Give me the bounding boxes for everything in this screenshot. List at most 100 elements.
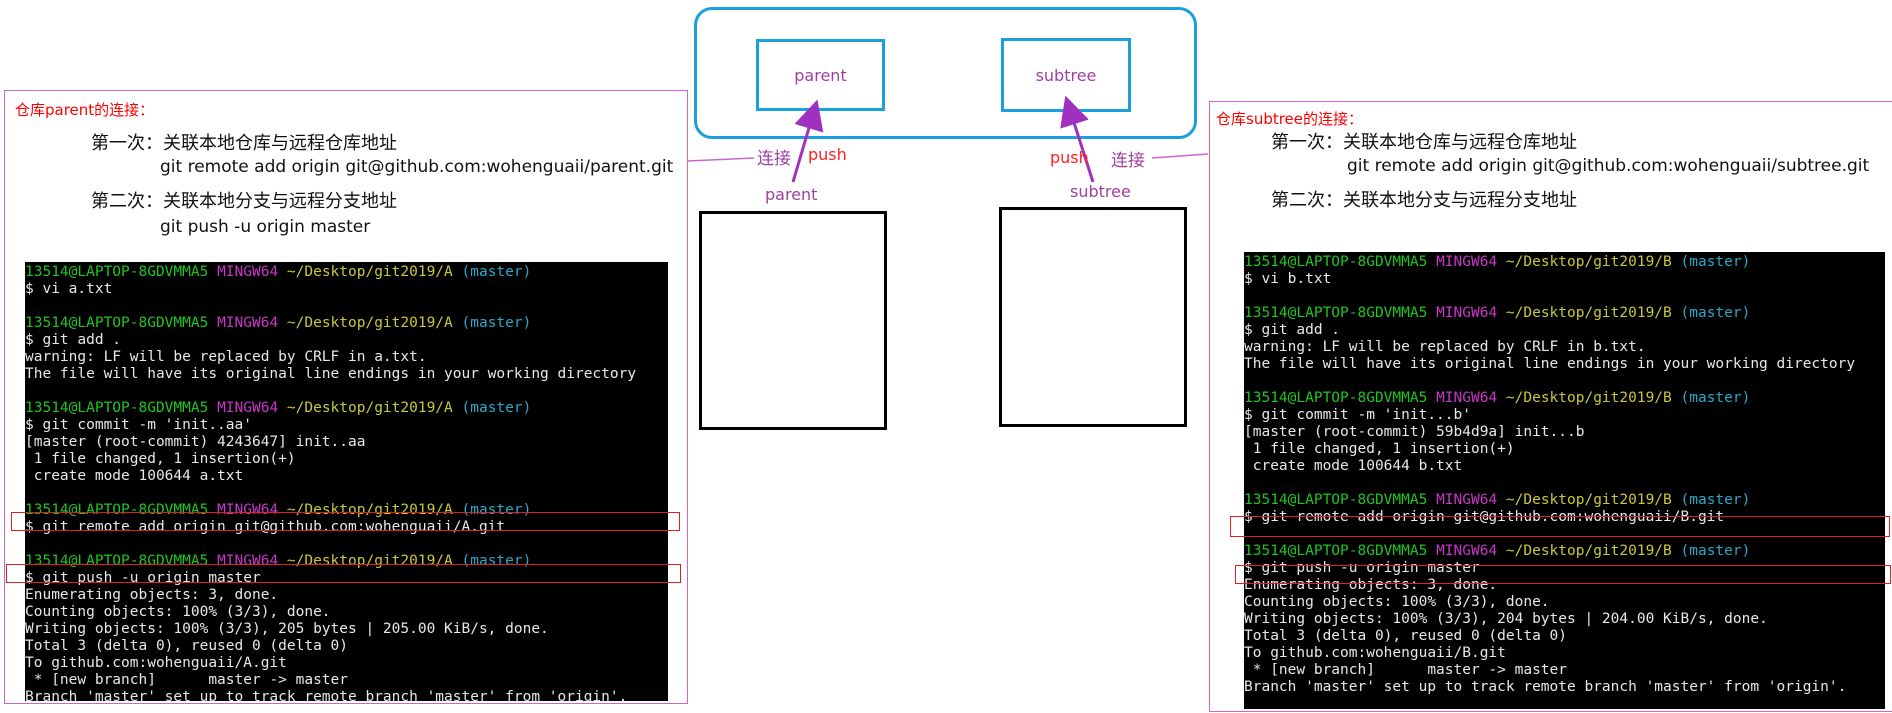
prompt-path: ~/Desktop/git2019/B <box>1505 543 1672 559</box>
left-connector-line <box>687 157 755 162</box>
terminal-prompt-line: 13514@LAPTOP-8GDVMMA5 MINGW64 ~/Desktop/… <box>25 400 668 417</box>
parent-step1-label: 第一次：关联本地仓库与远程仓库地址 <box>91 133 397 154</box>
prompt-branch: (master) <box>461 315 532 331</box>
left-push-label: push <box>808 145 847 164</box>
prompt-path: ~/Desktop/git2019/A <box>286 553 453 569</box>
prompt-branch: (master) <box>461 264 532 280</box>
prompt-branch: (master) <box>461 502 532 518</box>
terminal-output-line: Writing objects: 100% (3/3), 204 bytes |… <box>1244 611 1768 627</box>
prompt-branch: (master) <box>1680 492 1751 508</box>
terminal-prompt-line: 13514@LAPTOP-8GDVMMA5 MINGW64 ~/Desktop/… <box>1244 492 1885 509</box>
terminal-output-line: * [new branch] master -> master <box>25 672 349 688</box>
prompt-branch: (master) <box>461 553 532 569</box>
left-link-label: 连接 <box>757 149 791 169</box>
terminal-output-line: Enumerating objects: 3, done. <box>25 587 279 603</box>
terminal-output-line: 1 file changed, 1 insertion(+) <box>25 451 296 467</box>
prompt-env: MINGW64 <box>1436 254 1498 270</box>
right-push-arrow <box>1060 95 1095 183</box>
subtree-push-highlight <box>1235 565 1891 584</box>
terminal-output-line: Counting objects: 100% (3/3), done. <box>1244 594 1550 610</box>
terminal-prompt-line: 13514@LAPTOP-8GDVMMA5 MINGW64 ~/Desktop/… <box>25 315 668 332</box>
left-repo-label: parent <box>765 185 818 204</box>
prompt-path: ~/Desktop/git2019/A <box>286 502 453 518</box>
terminal-prompt-line: 13514@LAPTOP-8GDVMMA5 MINGW64 ~/Desktop/… <box>1244 390 1885 407</box>
terminal-prompt-line: 13514@LAPTOP-8GDVMMA5 MINGW64 ~/Desktop/… <box>25 264 668 281</box>
github-remote-container <box>694 7 1197 139</box>
terminal-output-line: Branch 'master' set up to track remote b… <box>25 689 628 701</box>
terminal-prompt-line: 13514@LAPTOP-8GDVMMA5 MINGW64 ~/Desktop/… <box>25 502 668 519</box>
terminal-output-line: [master (root-commit) 4243647] init..aa <box>25 434 366 450</box>
prompt-user: 13514@LAPTOP-8GDVMMA5 <box>1244 543 1428 559</box>
prompt-branch: (master) <box>461 400 532 416</box>
prompt-env: MINGW64 <box>217 502 279 518</box>
local-subtree-repo-box <box>999 207 1187 427</box>
terminal-output-line: The file will have its original line end… <box>25 366 637 382</box>
prompt-user: 13514@LAPTOP-8GDVMMA5 <box>25 400 209 416</box>
terminal-output-line: $ git commit -m 'init..aa' <box>25 417 252 433</box>
terminal-prompt-line: 13514@LAPTOP-8GDVMMA5 MINGW64 ~/Desktop/… <box>1244 305 1885 322</box>
subtree-step1-label: 第一次：关联本地仓库与远程仓库地址 <box>1271 132 1577 153</box>
terminal-prompt-line: 13514@LAPTOP-8GDVMMA5 MINGW64 ~/Desktop/… <box>1244 543 1885 560</box>
right-connector-line <box>1151 153 1209 159</box>
prompt-user: 13514@LAPTOP-8GDVMMA5 <box>1244 492 1428 508</box>
prompt-user: 13514@LAPTOP-8GDVMMA5 <box>1244 390 1428 406</box>
subtree-connection-panel: 仓库subtree的连接： 第一次：关联本地仓库与远程仓库地址 git remo… <box>1209 101 1892 712</box>
prompt-env: MINGW64 <box>1436 390 1498 406</box>
prompt-branch: (master) <box>1680 390 1751 406</box>
prompt-path: ~/Desktop/git2019/A <box>286 264 453 280</box>
right-link-label: 连接 <box>1111 151 1145 171</box>
terminal-output-line: $ vi a.txt <box>25 281 113 297</box>
prompt-env: MINGW64 <box>217 400 279 416</box>
terminal-output-line: warning: LF will be replaced by CRLF in … <box>25 349 427 365</box>
terminal-output-line: $ git push -u origin master <box>1244 560 1480 576</box>
parent-panel-title: 仓库parent的连接： <box>15 101 155 119</box>
prompt-user: 13514@LAPTOP-8GDVMMA5 <box>25 264 209 280</box>
prompt-user: 13514@LAPTOP-8GDVMMA5 <box>25 315 209 331</box>
terminal-output-line: Total 3 (delta 0), reused 0 (delta 0) <box>25 638 349 654</box>
prompt-env: MINGW64 <box>1436 492 1498 508</box>
terminal-output-line: warning: LF will be replaced by CRLF in … <box>1244 339 1646 355</box>
terminal-output-line: Enumerating objects: 3, done. <box>1244 577 1498 593</box>
terminal-output-line: create mode 100644 b.txt <box>1244 458 1463 474</box>
prompt-path: ~/Desktop/git2019/B <box>1505 254 1672 270</box>
prompt-user: 13514@LAPTOP-8GDVMMA5 <box>25 553 209 569</box>
terminal-output-line: $ git add . <box>1244 322 1341 338</box>
right-repo-label: subtree <box>1070 182 1131 201</box>
terminal-output-line: Writing objects: 100% (3/3), 205 bytes |… <box>25 621 549 637</box>
terminal-output-line: create mode 100644 a.txt <box>25 468 244 484</box>
terminal-output-line: The file will have its original line end… <box>1244 356 1856 372</box>
parent-step1-command: git remote add origin git@github.com:woh… <box>160 157 674 177</box>
terminal-output-line: To github.com:wohenguaii/B.git <box>1244 645 1506 661</box>
terminal-output-line: Branch 'master' set up to track remote b… <box>1244 679 1847 695</box>
terminal-output-line: To github.com:wohenguaii/A.git <box>25 655 287 671</box>
parent-terminal: 13514@LAPTOP-8GDVMMA5 MINGW64 ~/Desktop/… <box>25 262 668 701</box>
terminal-output-line: Counting objects: 100% (3/3), done. <box>25 604 331 620</box>
prompt-branch: (master) <box>1680 543 1751 559</box>
terminal-prompt-line: 13514@LAPTOP-8GDVMMA5 MINGW64 ~/Desktop/… <box>25 553 668 570</box>
terminal-output-line: * [new branch] master -> master <box>1244 662 1568 678</box>
prompt-env: MINGW64 <box>217 264 279 280</box>
local-parent-repo-box <box>699 211 887 430</box>
terminal-output-line: $ git remote add origin git@github.com:w… <box>1244 509 1725 525</box>
terminal-output-line: Total 3 (delta 0), reused 0 (delta 0) <box>1244 628 1568 644</box>
terminal-output-line: $ vi b.txt <box>1244 271 1332 287</box>
parent-connection-panel: 仓库parent的连接： 第一次：关联本地仓库与远程仓库地址 git remot… <box>4 90 688 704</box>
subtree-step2-label: 第二次：关联本地分支与远程分支地址 <box>1271 190 1577 211</box>
prompt-env: MINGW64 <box>217 315 279 331</box>
prompt-user: 13514@LAPTOP-8GDVMMA5 <box>25 502 209 518</box>
prompt-user: 13514@LAPTOP-8GDVMMA5 <box>1244 305 1428 321</box>
prompt-env: MINGW64 <box>217 553 279 569</box>
parent-remote-add-highlight <box>11 512 680 531</box>
prompt-path: ~/Desktop/git2019/A <box>286 400 453 416</box>
prompt-user: 13514@LAPTOP-8GDVMMA5 <box>1244 254 1428 270</box>
terminal-output-line: [master (root-commit) 59b4d9a] init...b <box>1244 424 1585 440</box>
terminal-output-line: $ git add . <box>25 332 122 348</box>
subtree-panel-title: 仓库subtree的连接： <box>1216 110 1364 128</box>
terminal-prompt-line: 13514@LAPTOP-8GDVMMA5 MINGW64 ~/Desktop/… <box>1244 254 1885 271</box>
prompt-branch: (master) <box>1680 254 1751 270</box>
subtree-terminal: 13514@LAPTOP-8GDVMMA5 MINGW64 ~/Desktop/… <box>1244 252 1885 709</box>
prompt-path: ~/Desktop/git2019/B <box>1505 390 1672 406</box>
parent-push-highlight <box>6 564 681 583</box>
subtree-remote-add-highlight <box>1230 516 1890 537</box>
